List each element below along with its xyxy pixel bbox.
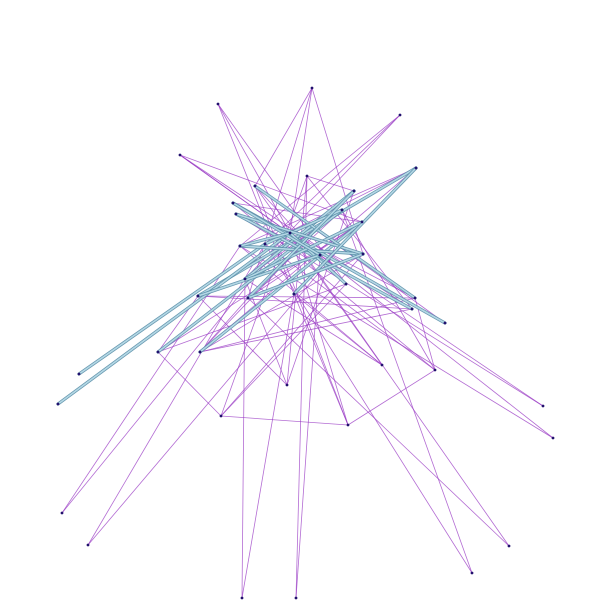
thin-edge xyxy=(157,351,222,417)
graph-node xyxy=(360,220,364,224)
thick-edge xyxy=(235,213,364,255)
thin-edge xyxy=(293,293,383,366)
graph-node xyxy=(380,363,384,367)
graph-node xyxy=(86,543,90,547)
graph-node xyxy=(310,86,314,90)
thin-edge xyxy=(220,175,308,417)
thin-edge xyxy=(199,297,249,353)
thin-edge xyxy=(157,283,347,353)
nodes-layer xyxy=(56,86,555,600)
thin-edge xyxy=(241,293,295,599)
graph-node xyxy=(56,402,60,406)
graph-node xyxy=(470,571,474,575)
thin-edge xyxy=(239,167,417,247)
graph-node xyxy=(433,368,437,372)
graph-node xyxy=(398,113,402,117)
graph-node xyxy=(410,307,414,311)
thick-edge xyxy=(254,185,416,299)
thin-edge xyxy=(295,254,321,599)
thick-edge xyxy=(232,202,321,256)
graph-node xyxy=(253,184,257,188)
thick-edge xyxy=(239,232,291,247)
thin-edge xyxy=(87,221,363,546)
thin-edge xyxy=(414,297,436,371)
thin-edge xyxy=(197,295,416,299)
graph-node xyxy=(305,174,309,178)
thin-edge xyxy=(235,213,544,407)
graph-node xyxy=(231,201,235,205)
graph-node xyxy=(263,242,267,246)
graph-node xyxy=(413,296,417,300)
graph-node xyxy=(178,153,182,157)
graph-node xyxy=(243,277,247,281)
thin-edge xyxy=(199,253,364,353)
graph-node xyxy=(234,212,238,216)
graph-node xyxy=(294,596,298,600)
thin-edge xyxy=(220,415,349,426)
thick-edge xyxy=(78,243,266,375)
thin-edge xyxy=(217,103,291,234)
thin-edge xyxy=(220,283,347,417)
graph-node xyxy=(344,282,348,286)
thin-edge xyxy=(254,87,313,187)
graph-node xyxy=(219,414,223,418)
graph-node xyxy=(507,544,511,548)
graph-node xyxy=(238,244,242,248)
thick-edge xyxy=(57,232,291,405)
thin-edge xyxy=(241,278,246,599)
graph-node xyxy=(352,189,356,193)
graph-node xyxy=(541,404,545,408)
thin-edges-layer xyxy=(61,87,554,599)
thick-edges-layer xyxy=(56,166,447,406)
graph-node xyxy=(551,436,555,440)
thick-edge xyxy=(197,254,321,297)
graph-node xyxy=(346,423,350,427)
thick-edge xyxy=(244,221,363,280)
thin-edge xyxy=(289,232,349,426)
thin-edge xyxy=(306,175,355,192)
thin-edge xyxy=(289,232,510,547)
thick-edge xyxy=(247,253,364,299)
graph-node xyxy=(196,294,200,298)
graph-node xyxy=(361,252,365,256)
thin-edge xyxy=(341,209,473,574)
graph-node xyxy=(77,372,81,376)
graph-node xyxy=(414,166,418,170)
thin-edge xyxy=(319,254,554,439)
graph-node xyxy=(285,383,289,387)
graph-node xyxy=(318,253,322,257)
thin-edge xyxy=(199,308,413,353)
thin-edge xyxy=(264,114,401,245)
thin-edge xyxy=(286,190,355,386)
graph-node xyxy=(240,596,244,600)
graph-node xyxy=(60,511,64,515)
graph-node xyxy=(443,321,447,325)
graph-node xyxy=(246,296,250,300)
thin-edge xyxy=(244,278,383,366)
thin-edge xyxy=(239,245,554,439)
thin-edge xyxy=(289,87,313,234)
graph-node xyxy=(288,231,292,235)
graph-node xyxy=(340,208,344,212)
graph-node xyxy=(156,350,160,354)
thin-edge xyxy=(347,369,436,426)
graph-node xyxy=(216,102,220,106)
thin-edge xyxy=(247,87,313,299)
graph-node xyxy=(292,292,296,296)
graph-node xyxy=(198,350,202,354)
